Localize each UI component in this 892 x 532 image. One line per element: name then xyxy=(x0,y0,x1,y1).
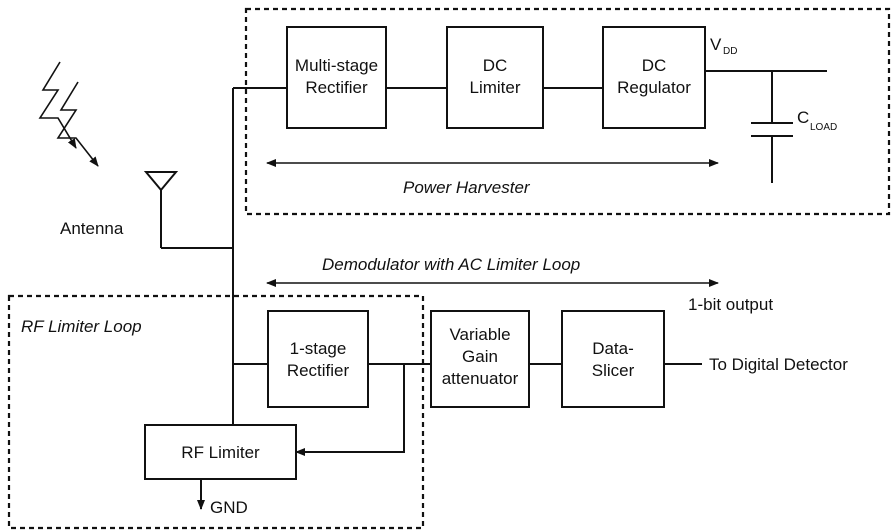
multistage-rectifier-block: Multi-stage Rectifier xyxy=(286,26,387,129)
multistage-rectifier-label-line2: Rectifier xyxy=(305,78,368,97)
one-stage-rectifier-label-line2: Rectifier xyxy=(287,361,350,380)
data-slicer-label-line2: Slicer xyxy=(592,361,635,380)
one-stage-rectifier-label-line1: 1-stage xyxy=(290,339,347,358)
cload-label-main: C xyxy=(797,108,809,127)
data-slicer-block: Data- Slicer xyxy=(561,310,665,408)
vdd-label-subscript: DD xyxy=(723,46,737,57)
signal-wiring xyxy=(161,70,827,510)
dc-limiter-block: DC Limiter xyxy=(446,26,544,129)
variable-gain-attenuator-block: Variable Gain attenuator xyxy=(430,310,530,408)
rf-limiter-loop-label: RF Limiter Loop xyxy=(21,317,142,336)
antenna-icon xyxy=(143,171,179,248)
rf-limiter-loop-region xyxy=(7,294,425,530)
vga-label-line2: Gain xyxy=(462,347,498,366)
cload-label-subscript: LOAD xyxy=(810,122,837,133)
one-stage-rectifier-block: 1-stage Rectifier xyxy=(267,310,369,408)
vdd-label: V DD xyxy=(710,35,737,57)
vga-label-line1: Variable xyxy=(449,325,510,344)
power-harvester-label: Power Harvester xyxy=(403,178,531,197)
dc-regulator-block: DC Regulator xyxy=(602,26,706,129)
rf-limiter-block: RF Limiter xyxy=(144,424,297,480)
vdd-label-main: V xyxy=(710,35,722,54)
dc-regulator-label-line2: Regulator xyxy=(617,78,691,97)
dc-limiter-label-line1: DC xyxy=(483,56,508,75)
to-digital-detector-label: To Digital Detector xyxy=(709,355,848,374)
vga-label-line3: attenuator xyxy=(442,369,519,388)
antenna-label: Antenna xyxy=(60,219,124,238)
load-capacitor xyxy=(751,122,793,137)
dc-limiter-label-line2: Limiter xyxy=(469,78,520,97)
cload-label: C LOAD xyxy=(797,108,837,133)
data-slicer-label-line1: Data- xyxy=(592,339,634,358)
rf-limiter-label: RF Limiter xyxy=(181,443,260,462)
multistage-rectifier-label-line1: Multi-stage xyxy=(295,56,378,75)
demodulator-label: Demodulator with AC Limiter Loop xyxy=(322,255,580,274)
dc-regulator-label-line1: DC xyxy=(642,56,667,75)
incoming-rf-signal-icon xyxy=(38,61,99,167)
power-harvester-region xyxy=(244,7,891,216)
gnd-label: GND xyxy=(210,498,248,517)
one-bit-output-label: 1-bit output xyxy=(688,295,773,314)
